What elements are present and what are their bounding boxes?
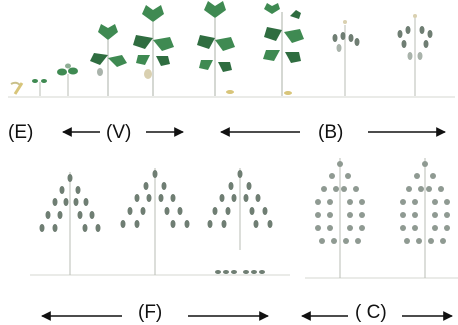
ground-lines (8, 96, 458, 279)
boll-plant (397, 14, 433, 96)
vegetative-plant (197, 1, 235, 96)
cutout-plant (315, 158, 365, 278)
label-flowering: (F) (138, 302, 163, 323)
seedling-illustration (10, 81, 24, 95)
sprout-illustration (32, 79, 47, 96)
top-row-plants (10, 1, 433, 96)
sprout-illustration (57, 63, 78, 96)
vegetative-plant (263, 3, 304, 96)
label-cutout: ( C) (355, 302, 387, 323)
flowering-plant (120, 168, 190, 275)
label-boll: (B) (318, 122, 344, 143)
boll-plant (332, 20, 360, 96)
cutout-plant (400, 158, 450, 278)
stage-arrows (41, 127, 453, 321)
vegetative-plant (133, 5, 174, 96)
label-vegetative: (V) (106, 122, 132, 143)
label-emergence: (E) (8, 122, 34, 143)
flowering-plant (39, 172, 101, 275)
bottom-row-plants (39, 158, 450, 278)
vegetative-plant (90, 24, 127, 96)
flowering-plant (207, 168, 273, 274)
fallen-bolls (215, 270, 265, 274)
